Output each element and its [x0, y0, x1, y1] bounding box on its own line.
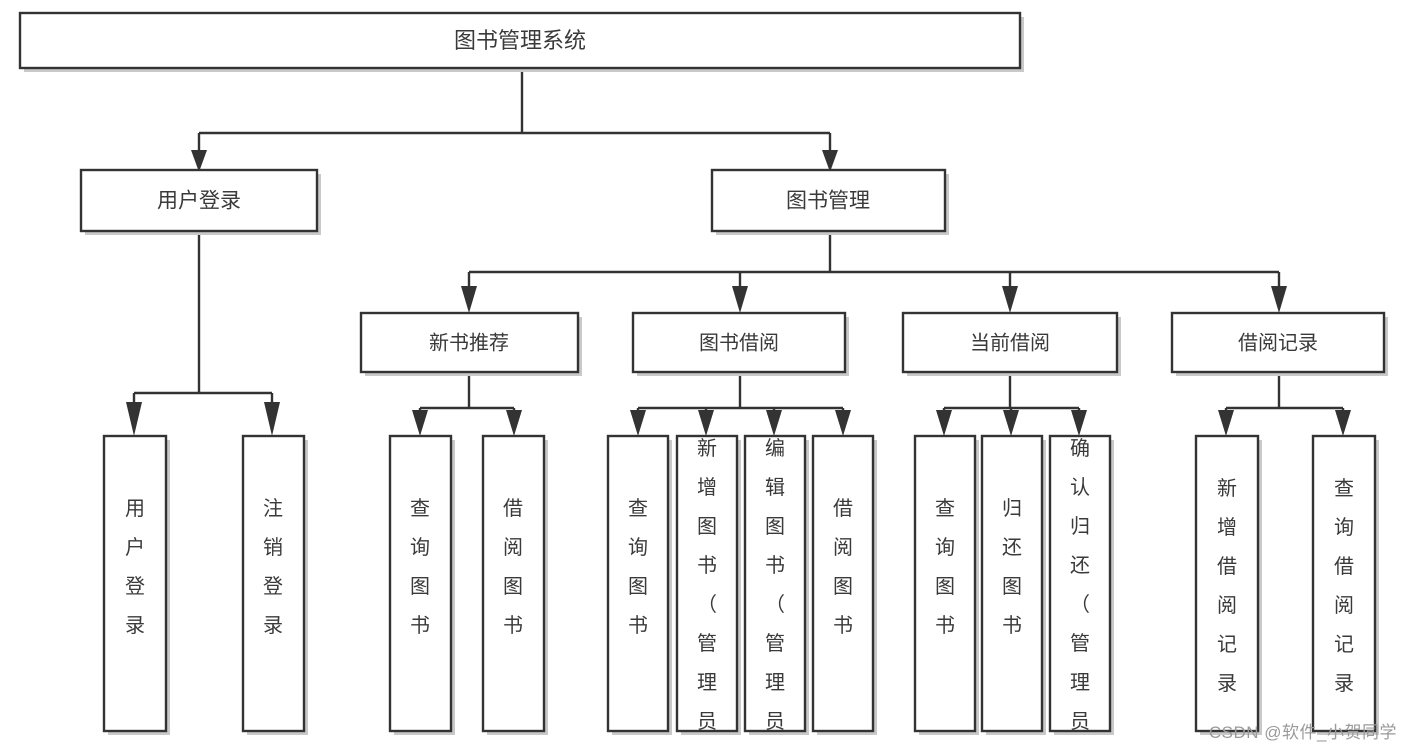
- leaf-query-book-2-label: 查询图书: [628, 497, 648, 637]
- leaf-return-book-label: 归还图书: [1002, 497, 1022, 637]
- leaf-user-login[interactable]: 用户登录: [102, 434, 170, 735]
- node-new-book-recommend-box[interactable]: [359, 311, 580, 374]
- arrow-to-leaf-user-login: [126, 402, 142, 436]
- leaf-query-record[interactable]: 查询借阅记录: [1311, 434, 1379, 735]
- node-book-management-box[interactable]: [710, 168, 947, 233]
- leaf-edit-book-box[interactable]: [743, 434, 807, 733]
- leaf-query-book-2[interactable]: 查询图书: [606, 434, 672, 735]
- node-book-borrow-box[interactable]: [631, 311, 847, 374]
- leaf-query-book-2-box[interactable]: [606, 434, 670, 733]
- arrow-to-leaf-add-record: [1218, 410, 1234, 436]
- leaf-query-book-3-label: 查询图书: [935, 497, 955, 637]
- arrow-to-leaf-borrow-book-1: [506, 410, 522, 436]
- node-user-login-label: 用户登录: [157, 190, 241, 213]
- csdn-watermark: CSDN @软件_小贺同学: [1208, 723, 1397, 742]
- arrow-to-leaf-query-record: [1335, 410, 1351, 436]
- leaf-return-book-box[interactable]: [980, 434, 1044, 733]
- arrow-to-leaf-query-book-1: [412, 410, 428, 436]
- leaf-user-login-box[interactable]: [102, 434, 168, 733]
- arrow-to-leaf-edit-book: [766, 410, 782, 436]
- leaf-borrow-book-2-label: 借阅图书: [833, 497, 853, 637]
- node-book-borrow-label: 图书借阅: [699, 331, 779, 354]
- node-borrow-record[interactable]: 借阅记录: [1170, 311, 1388, 376]
- arrow-to-leaf-confirm-return: [1071, 410, 1087, 436]
- node-current-borrow-label: 当前借阅: [970, 331, 1050, 354]
- node-book-borrow[interactable]: 图书借阅: [631, 311, 849, 376]
- arrow-to-leaf-add-book: [698, 410, 714, 436]
- arrow-to-leaf-logout-login: [264, 402, 280, 436]
- leaf-borrow-book-2-box[interactable]: [811, 434, 875, 733]
- arrow-root-to-book-management: [822, 150, 838, 172]
- arrow-root-to-user-login: [191, 150, 207, 172]
- node-root-label: 图书管理系统: [454, 28, 586, 53]
- leaf-query-record-label: 查询借阅记录: [1334, 477, 1354, 695]
- leaf-logout-login-label: 注销登录: [263, 497, 283, 637]
- leaf-add-book[interactable]: 新增图书（管理员）: [675, 434, 741, 747]
- node-book-management[interactable]: 图书管理: [710, 168, 949, 235]
- arrow-to-borrow-record: [1271, 286, 1287, 313]
- leaf-edit-book-label: 编辑图书（管理员）: [765, 437, 785, 747]
- leaf-add-record[interactable]: 新增借阅记录: [1194, 434, 1262, 735]
- leaf-add-book-box[interactable]: [675, 434, 739, 733]
- leaf-borrow-book-2[interactable]: 借阅图书: [811, 434, 877, 735]
- node-root-box[interactable]: [18, 11, 1022, 70]
- leaf-query-book-1[interactable]: 查询图书: [388, 434, 455, 735]
- arrow-to-leaf-borrow-book-2: [835, 410, 851, 436]
- node-current-borrow-box[interactable]: [901, 311, 1119, 374]
- node-root[interactable]: 图书管理系统: [18, 11, 1024, 72]
- leaf-borrow-book-1-box[interactable]: [481, 434, 546, 733]
- node-current-borrow[interactable]: 当前借阅: [901, 311, 1121, 376]
- node-user-login-box[interactable]: [79, 168, 319, 233]
- leaf-borrow-book-1-label: 借阅图书: [503, 497, 523, 637]
- node-borrow-record-box[interactable]: [1170, 311, 1386, 374]
- arrow-to-new-book-recommend: [461, 286, 477, 313]
- leaf-confirm-return[interactable]: 确认归还（管理员）: [1048, 434, 1114, 747]
- leaf-query-record-box[interactable]: [1311, 434, 1377, 733]
- arrow-to-leaf-return-book: [1003, 410, 1019, 436]
- leaf-query-book-3-box[interactable]: [913, 434, 977, 733]
- leaf-logout-login-box[interactable]: [241, 434, 306, 733]
- leaf-borrow-book-1[interactable]: 借阅图书: [481, 434, 548, 735]
- leaf-query-book-1-box[interactable]: [388, 434, 453, 733]
- leaf-query-book-3[interactable]: 查询图书: [913, 434, 979, 735]
- leaf-add-record-label: 新增借阅记录: [1217, 477, 1237, 695]
- leaf-add-record-box[interactable]: [1194, 434, 1260, 733]
- arrow-to-leaf-query-book-3: [936, 410, 952, 436]
- node-book-management-label: 图书管理: [786, 190, 870, 213]
- leaf-logout-login[interactable]: 注销登录: [241, 434, 308, 735]
- leaf-query-book-1-label: 查询图书: [410, 497, 430, 637]
- node-borrow-record-label: 借阅记录: [1238, 331, 1318, 354]
- arrow-to-book-borrow: [732, 286, 748, 313]
- leaf-return-book[interactable]: 归还图书: [980, 434, 1046, 735]
- leaf-add-book-label: 新增图书（管理员）: [697, 437, 717, 747]
- leaf-confirm-return-box[interactable]: [1048, 434, 1112, 733]
- node-new-book-recommend[interactable]: 新书推荐: [359, 311, 582, 376]
- connector-layer: [126, 72, 1351, 436]
- node-user-login[interactable]: 用户登录: [79, 168, 321, 235]
- leaf-confirm-return-label: 确认归还（管理员）: [1070, 437, 1090, 747]
- arrow-to-current-borrow: [1002, 286, 1018, 313]
- leaf-edit-book[interactable]: 编辑图书（管理员）: [743, 434, 809, 747]
- arrow-to-leaf-query-book-2: [630, 410, 646, 436]
- node-new-book-recommend-label: 新书推荐: [429, 331, 509, 354]
- leaf-user-login-label: 用户登录: [125, 498, 145, 637]
